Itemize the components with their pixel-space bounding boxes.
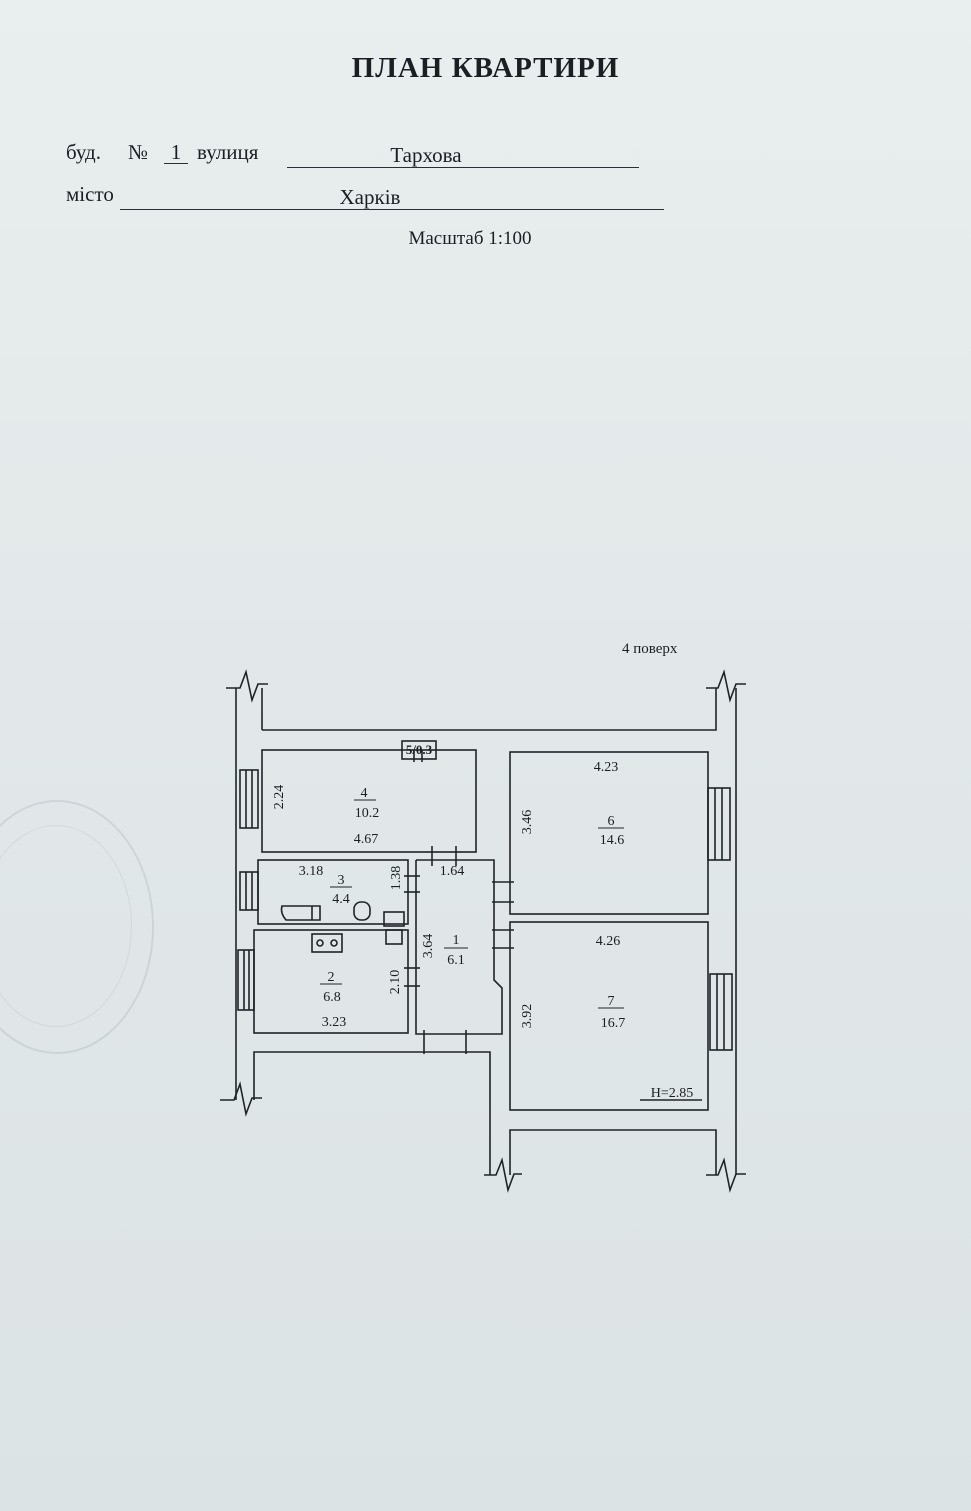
plan-walls [220,669,746,1193]
room-1-number: 1 [453,933,460,948]
balcony-label: 5/0.3 [406,742,433,757]
building-number-underline [164,163,188,164]
scale-label: Масштаб 1:100 [408,228,532,249]
room-7-area: 16.7 [601,1016,626,1031]
room-1-area: 6.1 [447,953,465,968]
room-3-width: 3.18 [299,864,324,879]
room-3-area: 4.4 [332,892,350,907]
room-7-number: 7 [608,994,615,1009]
room-6-area: 14.6 [600,833,625,848]
room-4-depth: 2.24 [272,785,287,810]
room-4-area: 10.2 [355,806,380,821]
document-title: ПЛАН КВАРТИРИ [351,52,620,84]
room-3-number: 3 [338,873,345,888]
room-6-number: 6 [608,814,615,829]
ceiling-height: H=2.85 [651,1086,694,1101]
street-underline [287,167,639,168]
street-label: вулиця [197,140,259,164]
room-1-depth: 3.64 [421,934,436,959]
room-2-number: 2 [328,970,335,985]
building-label: буд. [66,140,101,164]
room-7-depth: 3.92 [520,1004,535,1029]
room-7-width: 4.26 [596,934,621,949]
room-3-depth: 1.38 [389,866,404,891]
city-label: місто [66,182,114,206]
room-2-depth: 2.10 [388,970,403,995]
plan-labels: 5/0.3 4 10.2 4.67 2.24 3.18 3 4.4 1.38 1… [272,742,693,1101]
building-number: 1 [170,140,182,164]
room-6-width: 4.23 [594,760,619,775]
city-underline [120,209,664,210]
room-2-width: 3.23 [322,1015,347,1030]
street-value: Тархова [390,143,462,167]
room-4-number: 4 [361,786,368,801]
city-value: Харків [339,185,401,209]
room-1-width: 1.64 [440,864,465,879]
room-2-area: 6.8 [323,990,341,1005]
number-sign: № [128,140,149,164]
room-6-depth: 3.46 [520,810,535,835]
floor-label: 4 поверх [622,641,678,657]
room-4-width: 4.67 [354,832,379,847]
